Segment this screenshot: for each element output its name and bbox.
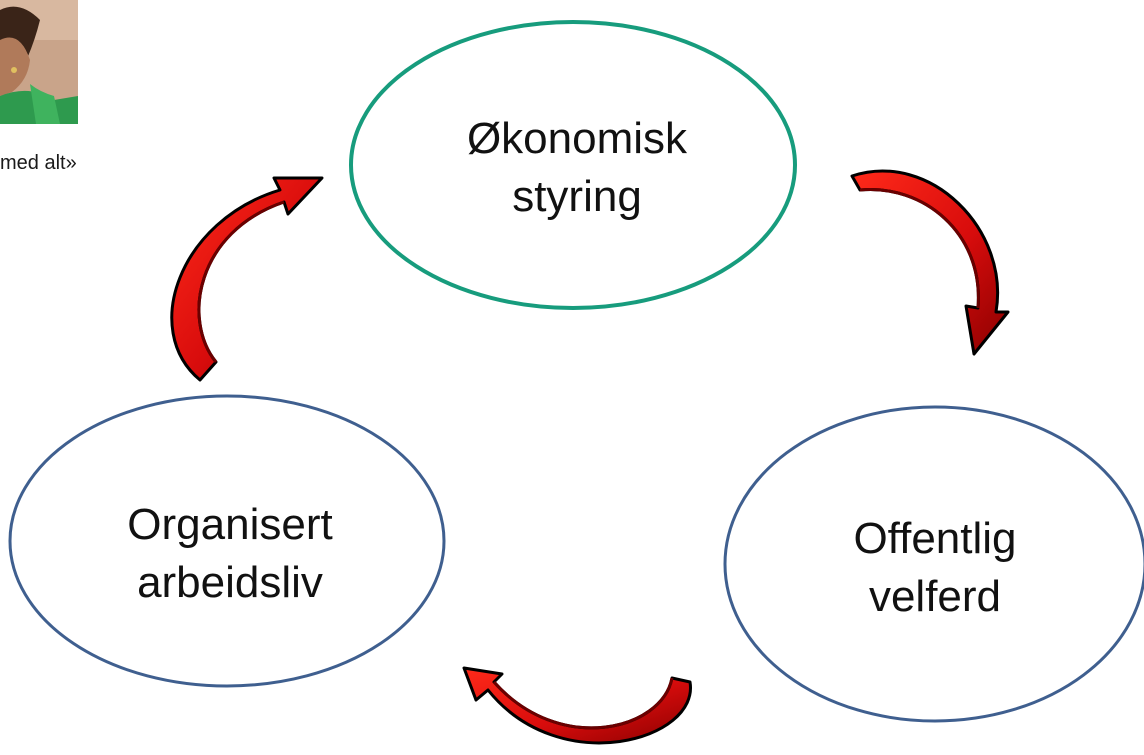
label-organisert-line2: arbeidsliv	[137, 558, 323, 607]
person-photo	[0, 0, 78, 124]
label-offentlig-line2: velferd	[868, 572, 1002, 621]
label-okonomisk-styring: Økonomisk styring	[392, 110, 762, 226]
label-okonomisk-line1: Økonomisk	[466, 114, 688, 163]
label-organisert-line1: Organisert	[127, 500, 333, 549]
label-offentlig-velferd: Offentlig velferd	[740, 510, 1130, 626]
node-okonomisk-styring	[349, 20, 797, 310]
node-offentlig-velferd	[723, 405, 1144, 723]
arrow-left-to-top	[170, 176, 324, 382]
label-organisert-arbeidsliv: Organisert arbeidsliv	[30, 496, 430, 612]
label-offentlig-line1: Offentlig	[853, 514, 1017, 563]
arrow-top-to-right	[850, 169, 1010, 356]
arrow-right-to-left	[462, 666, 692, 745]
label-okonomisk-line2: styring	[512, 172, 642, 221]
node-organisert-arbeidsliv	[8, 394, 446, 688]
photo-caption: med alt»	[0, 152, 77, 174]
